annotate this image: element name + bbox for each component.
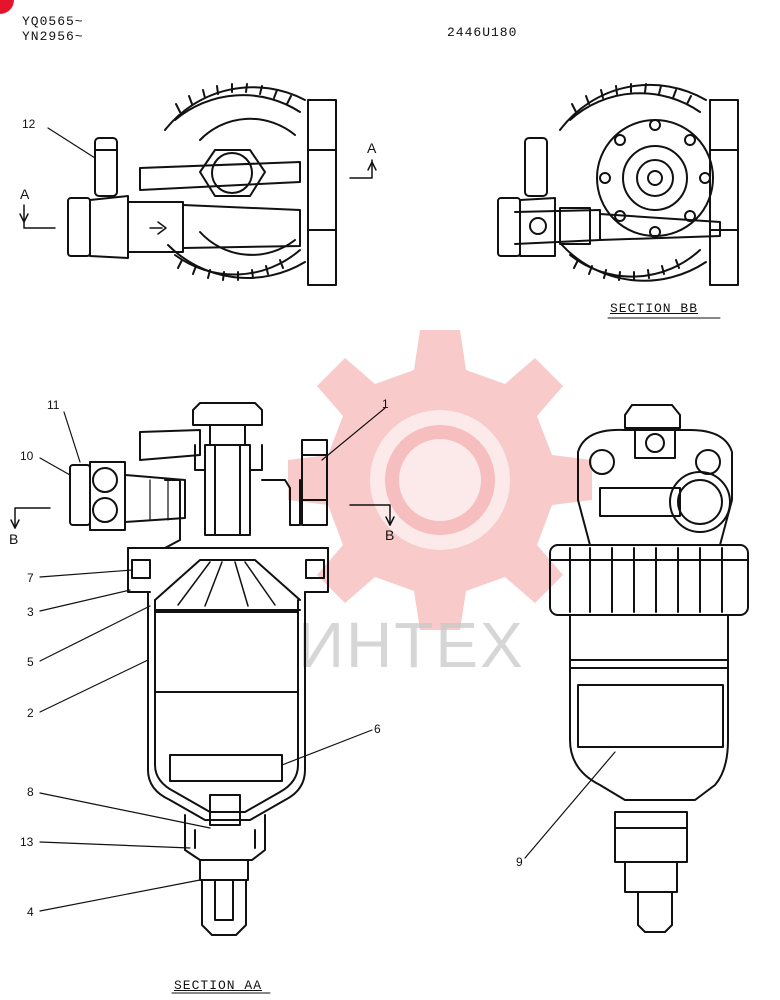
section-mark-a-left: A xyxy=(20,186,30,202)
callout-12: 12 xyxy=(22,117,36,131)
callout-1: 1 xyxy=(382,397,389,411)
section-bb-title: SECTION BB xyxy=(610,301,699,316)
callout-7: 7 xyxy=(27,571,34,585)
section-arrows-a xyxy=(19,159,377,229)
serial-number-1: YQ0565~ xyxy=(22,14,84,29)
callout-6: 6 xyxy=(374,722,381,736)
callout-10: 10 xyxy=(20,449,34,463)
section-bb-view xyxy=(497,83,739,286)
callout-11: 11 xyxy=(47,398,60,412)
callout-5: 5 xyxy=(27,655,34,669)
callout-4: 4 xyxy=(27,905,34,919)
section-mark-b-left: B xyxy=(9,531,19,547)
callout-13: 13 xyxy=(20,835,34,849)
drawing-number: 2446U180 xyxy=(447,25,518,40)
section-mark-b-right: B xyxy=(385,527,395,543)
top-left-view xyxy=(67,83,337,286)
leader-lines xyxy=(39,127,616,912)
section-aa-view xyxy=(69,402,329,936)
section-mark-a-right: A xyxy=(367,140,377,156)
serial-number-2: YN2956~ xyxy=(22,29,84,44)
callout-9: 9 xyxy=(516,855,523,869)
external-view xyxy=(549,404,749,933)
callout-8: 8 xyxy=(27,785,34,799)
watermark-text: ИНТЕХ xyxy=(298,609,525,681)
section-aa-title: SECTION AA xyxy=(174,978,263,993)
callout-2: 2 xyxy=(27,706,34,720)
section-arrows-b xyxy=(10,504,395,529)
callout-3: 3 xyxy=(27,605,34,619)
